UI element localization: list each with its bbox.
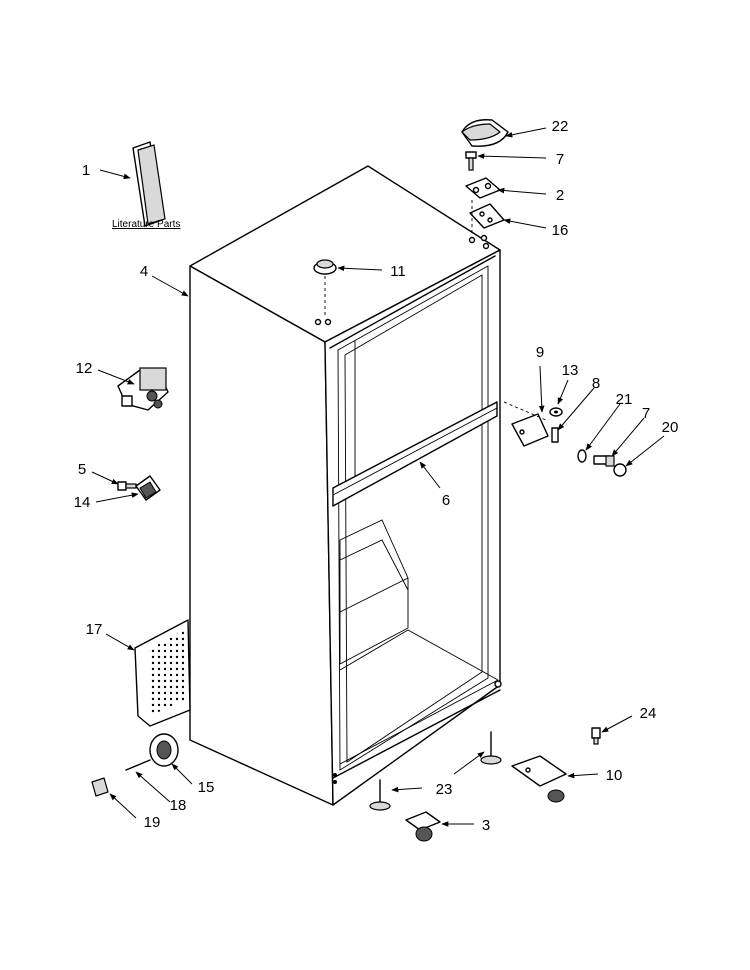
hole-cap	[313, 259, 337, 318]
callout-6: 6	[442, 492, 450, 509]
callout-23: 23	[436, 781, 453, 798]
caster	[405, 811, 441, 842]
divider-bar	[332, 401, 498, 507]
washer-13	[549, 407, 563, 417]
callout-21: 21	[616, 391, 633, 408]
callout-1: 1	[82, 162, 90, 179]
callout-labels: 1 22 7 2 16 4 11 12 9 13 8 21 7 20 5 14 …	[74, 118, 679, 834]
hinge-cover	[461, 119, 509, 147]
callout-14: 14	[74, 494, 91, 511]
access-panel	[134, 619, 191, 727]
leader-lines	[91, 127, 665, 827]
hinge-shim	[469, 200, 505, 236]
callout-2: 2	[556, 187, 564, 204]
cabinet	[189, 165, 502, 806]
leveling-leg-a	[480, 731, 502, 765]
callout-19: 19	[144, 814, 161, 831]
water-valve	[117, 367, 169, 411]
callout-4: 4	[140, 263, 148, 280]
callout-8: 8	[592, 375, 600, 392]
leveling-leg-b	[369, 779, 391, 811]
callout-17: 17	[86, 621, 103, 638]
callout-7-top: 7	[556, 151, 564, 168]
screw-7	[593, 455, 615, 467]
middle-hinge	[503, 401, 549, 447]
callout-15: 15	[198, 779, 215, 796]
roller-bracket	[511, 755, 567, 803]
callout-13: 13	[562, 362, 579, 379]
axle-pin	[125, 759, 151, 771]
top-hinge	[465, 177, 501, 199]
callout-20: 20	[662, 419, 679, 436]
callout-3: 3	[482, 817, 490, 834]
screw-5	[117, 481, 137, 491]
screw-24	[591, 727, 601, 745]
roller-wheel	[149, 733, 179, 767]
callout-10: 10	[606, 767, 623, 784]
literature-caption: Literature Parts	[112, 219, 180, 230]
callout-12: 12	[76, 360, 93, 377]
valve-bracket	[135, 475, 161, 501]
callout-5: 5	[78, 461, 86, 478]
literature-booklet	[132, 141, 166, 227]
callout-9: 9	[536, 344, 544, 361]
hinge-screw-top	[465, 151, 477, 171]
washer-21	[577, 449, 587, 463]
callout-16: 16	[552, 222, 569, 239]
callout-11: 11	[390, 263, 406, 280]
callout-24: 24	[640, 705, 657, 722]
callout-7-side: 7	[642, 405, 650, 422]
callout-22: 22	[552, 118, 569, 135]
hinge-pin-8	[551, 427, 559, 443]
cap-20	[613, 463, 627, 477]
callout-18: 18	[170, 797, 187, 814]
trim-cap	[91, 777, 109, 797]
